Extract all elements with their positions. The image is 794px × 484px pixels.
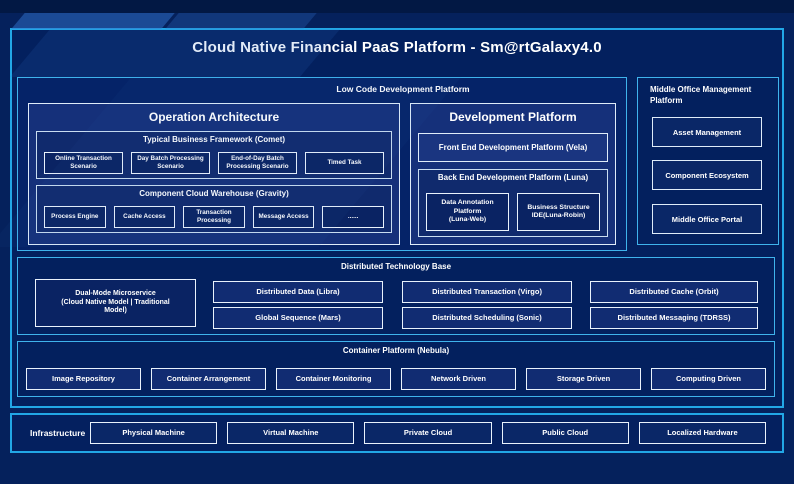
component-cloud-warehouse-title: Component Cloud Warehouse (Gravity) <box>139 189 289 198</box>
box-middle-office-portal: Middle Office Portal <box>652 204 762 234</box>
box-day-batch-processing-scenario: Day Batch Processing Scenario <box>131 152 210 174</box>
box-virtual-machine: Virtual Machine <box>227 422 355 444</box>
box-ellipsis-more: ...... <box>322 206 384 228</box>
operation-architecture-title: Operation Architecture <box>148 110 280 124</box>
box-end-of-day-batch-processing-scenario: End-of-Day Batch Processing Scenario <box>218 152 297 174</box>
box-storage-driven: Storage Driven <box>526 368 641 390</box>
box-component-ecosystem: Component Ecosystem <box>652 160 762 190</box>
box-global-sequence: Global Sequence (Mars) <box>213 307 383 329</box>
typical-business-framework-panel: Typical Business Framework (Comet) Onlin… <box>36 131 392 179</box>
container-platform-label: Container Platform (Nebula) <box>342 346 450 355</box>
infrastructure-section: Infrastructure Physical Machine Virtual … <box>10 413 784 453</box>
box-network-driven: Network Driven <box>401 368 516 390</box>
box-distributed-scheduling: Distributed Scheduling (Sonic) <box>402 307 572 329</box>
box-container-arrangement: Container Arrangement <box>151 368 266 390</box>
diagonal-streak-decor <box>11 13 175 29</box>
box-image-repository: Image Repository <box>26 368 141 390</box>
low-code-platform-section: Low Code Development Platform Operation … <box>17 77 627 251</box>
box-localized-hardware: Localized Hardware <box>638 422 767 444</box>
box-business-structure-ide: Business Structure IDE(Luna-Robin) <box>517 193 600 231</box>
back-end-development-platform-panel: Back End Development Platform (Luna) Dat… <box>418 169 608 237</box>
component-cloud-warehouse-items: Process Engine Cache Access Transaction … <box>44 206 384 228</box>
distributed-base-section: Distributed Technology Base Dual-Mode Mi… <box>17 257 775 335</box>
box-timed-task: Timed Task <box>305 152 384 174</box>
infrastructure-label: Infrastructure <box>30 428 86 438</box>
box-container-monitoring: Container Monitoring <box>276 368 391 390</box>
operation-architecture-panel: Operation Architecture Typical Business … <box>28 103 400 245</box>
box-distributed-messaging: Distributed Messaging (TDRSS) <box>590 307 758 329</box>
infrastructure-items: Physical Machine Virtual Machine Private… <box>90 422 767 444</box>
back-end-development-platform-title: Back End Development Platform (Luna) <box>437 173 589 182</box>
box-data-annotation-platform: Data Annotation Platform (Luna-Web) <box>426 193 509 231</box>
distributed-base-label: Distributed Technology Base <box>340 262 452 271</box>
box-cache-access: Cache Access <box>113 206 176 228</box>
box-distributed-cache: Distributed Cache (Orbit) <box>590 281 758 303</box>
box-computing-driven: Computing Driven <box>651 368 766 390</box>
typical-business-framework-items: Online Transaction Scenario Day Batch Pr… <box>44 152 384 174</box>
box-physical-machine: Physical Machine <box>90 422 218 444</box>
development-platform-title: Development Platform <box>449 110 577 124</box>
box-public-cloud: Public Cloud <box>501 422 629 444</box>
container-platform-items: Image Repository Container Arrangement C… <box>26 368 766 390</box>
box-transaction-processing: Transaction Processing <box>183 206 245 228</box>
diagonal-streak-decor <box>165 13 317 29</box>
box-message-access: Message Access <box>252 206 315 228</box>
component-cloud-warehouse-panel: Component Cloud Warehouse (Gravity) Proc… <box>36 185 392 233</box>
box-online-transaction-scenario: Online Transaction Scenario <box>44 152 123 174</box>
box-dual-mode-microservice: Dual-Mode Microservice (Cloud Native Mod… <box>35 279 196 327</box>
page-title: Cloud Native Financial PaaS Platform - S… <box>192 39 602 56</box>
back-end-items: Data Annotation Platform (Luna-Web) Busi… <box>426 193 600 231</box>
box-process-engine: Process Engine <box>44 206 106 228</box>
box-private-cloud: Private Cloud <box>364 422 492 444</box>
box-distributed-data: Distributed Data (Libra) <box>213 281 383 303</box>
development-platform-panel: Development Platform Front End Developme… <box>410 103 616 245</box>
typical-business-framework-title: Typical Business Framework (Comet) <box>142 135 286 144</box>
container-platform-section: Container Platform (Nebula) Image Reposi… <box>17 341 775 397</box>
middle-office-section: Middle Office Management Platform Asset … <box>637 77 779 245</box>
platform-main-panel: Cloud Native Financial PaaS Platform - S… <box>10 28 784 408</box>
box-distributed-transaction: Distributed Transaction (Virgo) <box>402 281 572 303</box>
box-front-end-development-platform: Front End Development Platform (Vela) <box>418 133 608 162</box>
middle-office-label: Middle Office Management Platform <box>650 85 752 105</box>
box-asset-management: Asset Management <box>652 117 762 147</box>
low-code-platform-label: Low Code Development Platform <box>336 84 470 94</box>
top-strip-decor <box>0 0 794 13</box>
